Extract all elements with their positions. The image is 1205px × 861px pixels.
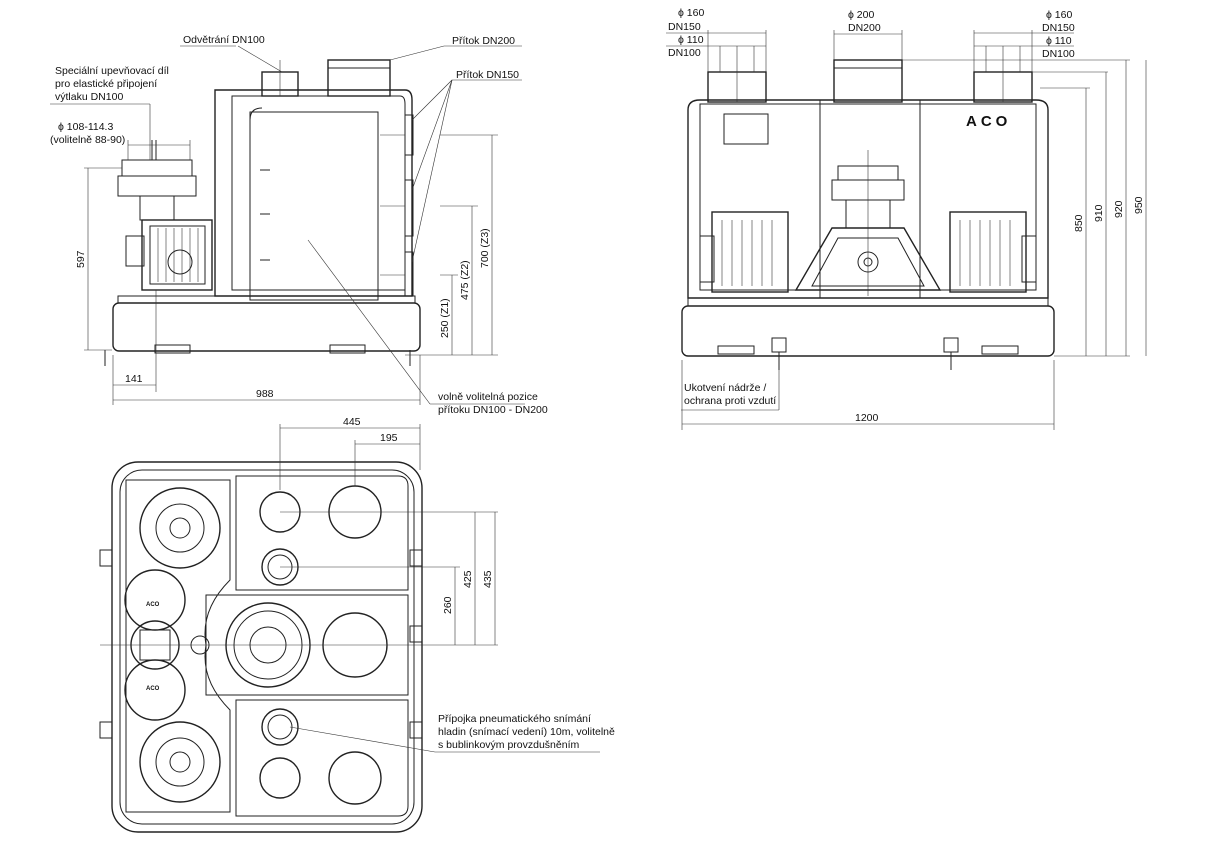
front-left-dia-110: ϕ 110 (678, 34, 704, 46)
front-right-dia-110: ϕ 110 (1046, 35, 1072, 47)
front-view (666, 30, 1147, 430)
dim-195: 195 (380, 432, 398, 444)
front-left-dn150: DN150 (668, 21, 701, 33)
front-left-dia-160: ϕ 160 (678, 7, 704, 19)
front-center-dia-200: ϕ 200 (848, 9, 874, 21)
label-anchor-1: Ukotvení nádrže / (684, 382, 766, 394)
dim-597: 597 (75, 250, 87, 268)
front-right-dn100: DN100 (1042, 48, 1075, 60)
label-anchor-2: ochrana proti vzdutí (684, 395, 776, 407)
label-pneumatic-1: Přípojka pneumatického snímání (438, 713, 591, 725)
dim-z1: 250 (Z1) (439, 298, 451, 338)
label-vent: Odvětrání DN100 (183, 34, 265, 46)
dim-z3: 700 (Z3) (479, 228, 491, 268)
front-right-dia-160: ϕ 160 (1046, 9, 1072, 21)
label-free-position-2: přítoku DN100 - DN200 (438, 404, 548, 416)
aco-logo: ACO (966, 113, 1011, 130)
dim-1200: 1200 (855, 412, 879, 424)
label-pneumatic-2: hladin (snímací vedení) 10m, volitelně (438, 726, 615, 738)
aco-logo-small-2: ACO (146, 686, 160, 692)
dim-988: 988 (256, 388, 274, 400)
label-inlet-dn150: Přítok DN150 (456, 69, 519, 81)
front-view-labels: ϕ 160 DN150 ϕ 110 DN100 ϕ 200 DN200 ϕ 16… (668, 7, 1145, 424)
dim-910: 910 (1093, 204, 1105, 222)
label-diameter-1: ϕ 108-114.3 (58, 121, 113, 133)
dim-950: 950 (1133, 196, 1145, 214)
front-center-dn200: DN200 (848, 22, 881, 34)
aco-logo-small-1: ACO (146, 602, 160, 608)
label-free-position-1: volně volitelná pozice (438, 391, 538, 403)
dim-850: 850 (1073, 214, 1085, 232)
dim-445: 445 (343, 416, 361, 428)
side-view (50, 45, 525, 405)
label-adapter-2: pro elastické připojení (55, 78, 157, 90)
front-right-dn150: DN150 (1042, 22, 1075, 34)
side-view-labels: Odvětrání DN100 Přítok DN200 Přítok DN15… (50, 34, 548, 416)
dim-435: 435 (482, 570, 494, 588)
dim-z2: 475 (Z2) (459, 260, 471, 300)
front-left-dn100: DN100 (668, 47, 701, 59)
dim-141: 141 (125, 373, 143, 385)
dim-260: 260 (442, 596, 454, 614)
label-diameter-2: (volitelně 88-90) (50, 134, 125, 146)
top-view-labels: ACO ACO 445 195 260 425 435 Přípojka pne… (146, 416, 615, 751)
label-inlet-dn200: Přítok DN200 (452, 35, 515, 47)
top-view (99, 424, 600, 833)
label-adapter-3: výtlaku DN100 (55, 91, 123, 103)
dim-920: 920 (1113, 200, 1125, 218)
label-pneumatic-3: s bublinkovým provzdušněním (438, 739, 579, 751)
dim-425: 425 (462, 570, 474, 588)
label-adapter-1: Speciální upevňovací díl (55, 65, 169, 77)
